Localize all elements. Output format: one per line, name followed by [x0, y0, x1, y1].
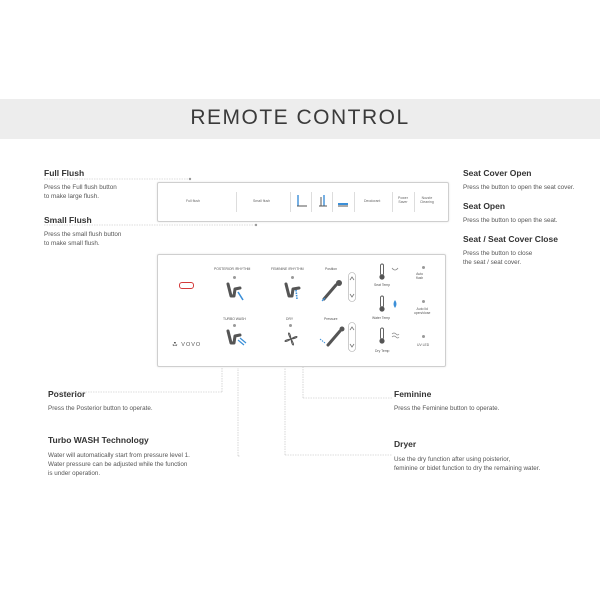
seat-open-icon[interactable]	[315, 192, 331, 210]
turbo-wash-icon[interactable]	[222, 327, 250, 351]
dryer-desc: Use the dry function after using poister…	[394, 456, 541, 472]
feminine-wash-icon[interactable]	[280, 280, 308, 304]
stop-button[interactable]	[179, 282, 194, 289]
divider	[236, 192, 237, 212]
dry-wave-icon	[391, 332, 400, 339]
pressure-adjust-icon[interactable]	[348, 322, 356, 352]
dry-temp-label: Dry Temp	[375, 349, 390, 353]
full-flush-title: Full Flush	[44, 168, 85, 178]
auto-lid-led	[422, 300, 425, 303]
bidet-control-panel: ꗈ VOVO POSTERIOR /RHYTHM FEMININE /RHYTH…	[157, 254, 446, 367]
feminine-rhythm-label: FEMININE /RHYTHM	[271, 267, 304, 271]
auto-flush-button[interactable]: Auto flush	[416, 272, 424, 280]
full-flush-button[interactable]: Full flush	[186, 199, 201, 203]
seat-heat-icon	[391, 267, 399, 271]
seat-open-desc: Press the button to open the seat.	[463, 217, 558, 224]
seat-cover-open-desc: Press the button to open the seat cover.	[463, 184, 575, 191]
seat-close-title: Seat / Seat Cover Close	[463, 234, 558, 244]
feminine-desc: Press the Feminine button to operate.	[394, 405, 500, 412]
water-pressure-icon[interactable]	[318, 325, 348, 351]
thermometer-icon[interactable]	[377, 327, 387, 345]
posterior-desc: Press the Posterior button to operate.	[48, 405, 153, 412]
posterior-led	[233, 276, 236, 279]
vovo-logo: ꗈ VOVO	[172, 342, 202, 348]
seat-cover-open-title: Seat Cover Open	[463, 168, 532, 178]
posterior-wash-icon[interactable]	[222, 280, 250, 304]
seat-close-desc: Press the button to close the seat / sea…	[463, 250, 533, 266]
uv-led-indicator	[422, 335, 425, 338]
fan-icon[interactable]	[280, 328, 302, 350]
position-label: Position	[325, 267, 338, 271]
divider	[311, 192, 312, 212]
small-flush-title: Small Flush	[44, 215, 92, 225]
dryer-title: Dryer	[394, 439, 417, 449]
feminine-title: Feminine	[394, 389, 432, 399]
divider	[332, 192, 333, 212]
auto-flush-led	[422, 266, 425, 269]
turbo-wash-title: Turbo WASH Technology	[48, 435, 149, 445]
dry-label: DRY	[286, 317, 294, 321]
dry-led	[289, 324, 292, 327]
seat-open-title: Seat Open	[463, 201, 506, 211]
posterior-rhythm-label: POSTERIOR /RHYTHM	[214, 267, 251, 271]
divider	[392, 192, 393, 212]
divider	[290, 192, 291, 212]
small-flush-desc: Press the small flush button to make sma…	[44, 231, 122, 247]
turbo-wash-desc: Water will automatically start from pres…	[48, 452, 190, 477]
small-flush-button[interactable]: Small flush	[253, 199, 271, 203]
divider	[354, 192, 355, 212]
thermometer-icon[interactable]	[377, 263, 387, 281]
nozzle-cleaning-button[interactable]: Nozzle Cleaning	[420, 196, 434, 204]
uv-led-button[interactable]: UV LED	[417, 343, 430, 347]
turbo-wash-label: TURBO WASH	[223, 317, 246, 321]
deodorant-button[interactable]: Deodorant	[364, 199, 381, 203]
thermometer-icon[interactable]	[377, 295, 387, 313]
seat-temp-label: Seat Temp	[374, 283, 391, 287]
turbo-wash-led	[233, 324, 236, 327]
full-flush-desc: Press the Full flush button to make larg…	[44, 184, 117, 200]
divider	[414, 192, 415, 212]
auto-lid-button[interactable]: Auto lid open/close	[414, 307, 431, 315]
title-banner	[0, 99, 600, 139]
pressure-label: Pressure	[324, 317, 338, 321]
power-saver-button[interactable]: Power Saver	[398, 196, 408, 204]
posterior-title: Posterior	[48, 389, 86, 399]
water-temp-label: Water Temp	[372, 316, 391, 320]
water-drop-icon	[393, 300, 397, 308]
page-title: REMOTE CONTROL	[190, 106, 410, 129]
nozzle-position-icon[interactable]	[318, 277, 348, 303]
flush-control-panel: Full flush Small flush Deodorant Power S…	[157, 182, 449, 222]
position-adjust-icon[interactable]	[348, 272, 356, 302]
feminine-led	[291, 276, 294, 279]
seat-cover-open-icon[interactable]	[294, 192, 310, 210]
seat-close-icon[interactable]	[335, 192, 351, 210]
